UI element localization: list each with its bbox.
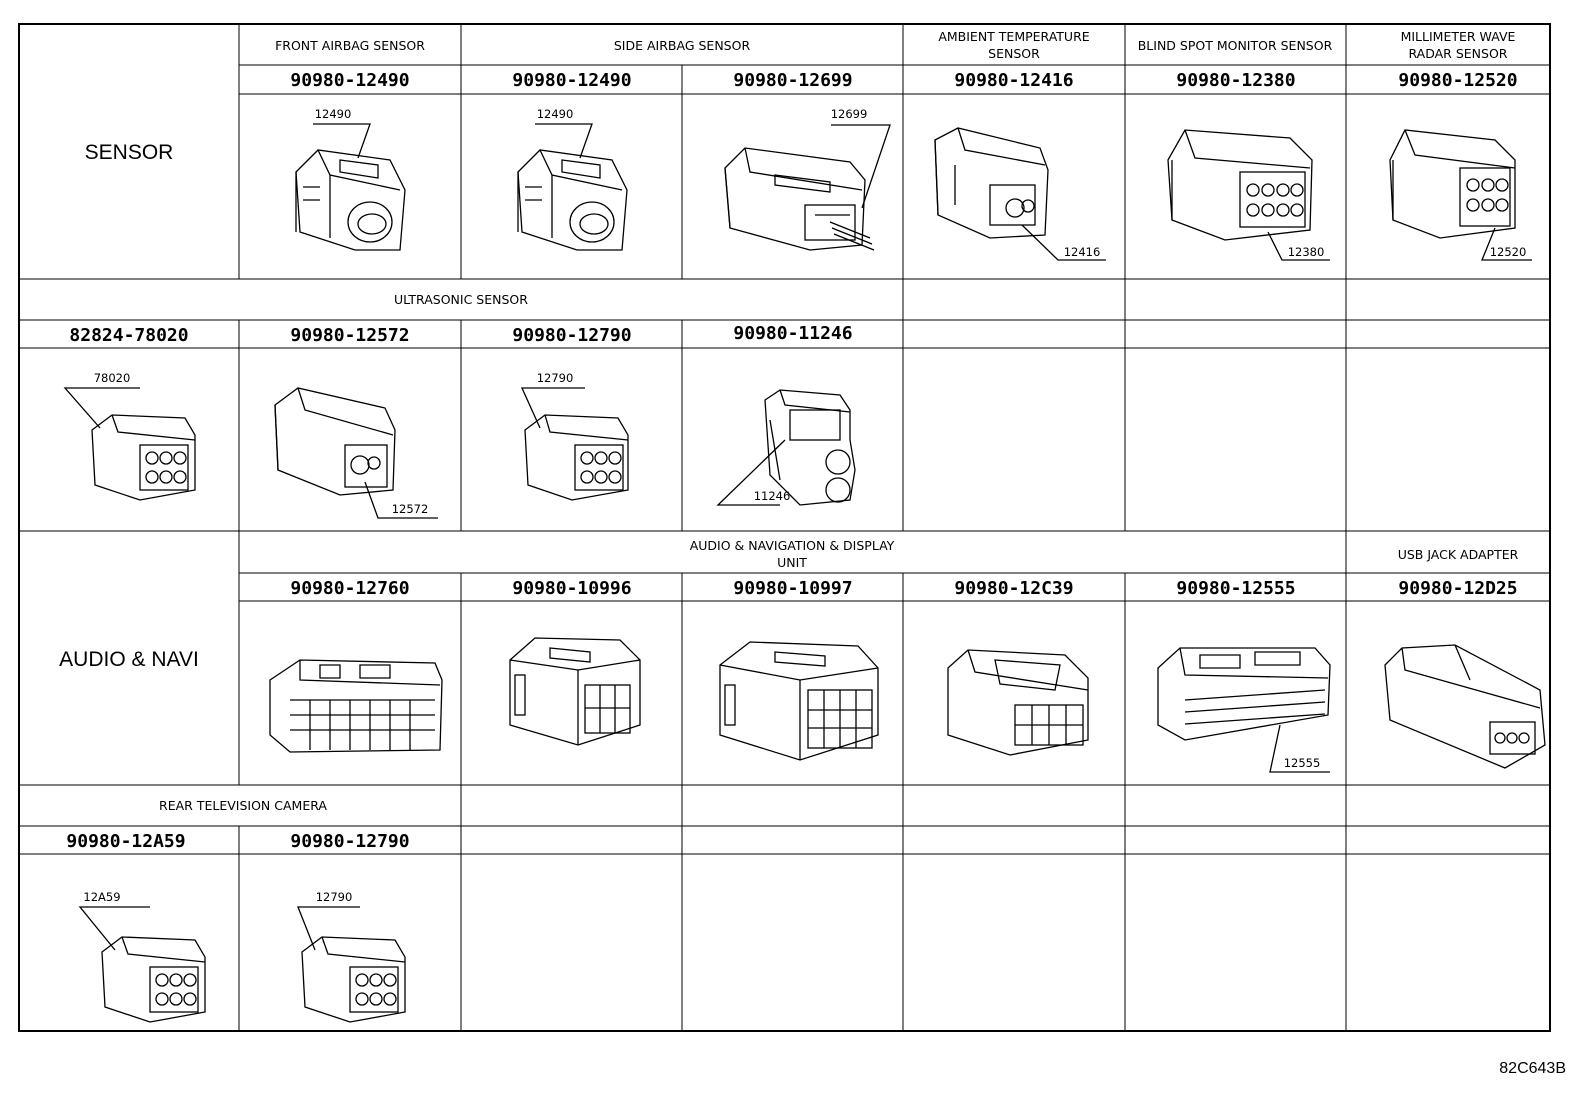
connector-drawing-12490 — [517, 123, 628, 251]
part-number: 90980-12699 — [733, 70, 852, 91]
callout-label: 12490 — [537, 107, 574, 121]
callout-label: 11246 — [754, 489, 791, 503]
callout-label: 12416 — [1064, 245, 1101, 259]
connector-drawing-12790 — [520, 387, 629, 501]
connector-drawing-12416 — [934, 127, 1106, 261]
callout-label: 12380 — [1288, 245, 1325, 259]
connector-drawing-12790 — [297, 906, 406, 1023]
part-number: 90980-12520 — [1398, 70, 1517, 91]
table-grid — [18, 23, 1551, 1032]
callout-label: 12572 — [392, 502, 429, 516]
connector-drawing-78020 — [63, 387, 196, 501]
part-number: 90980-12C39 — [954, 578, 1073, 599]
group-usb-jack-adapter: USB JACK ADAPTER — [1398, 547, 1519, 562]
callout-label: 12A59 — [83, 890, 120, 904]
part-number: 90980-12380 — [1176, 70, 1295, 91]
callout-label: 12520 — [1490, 245, 1527, 259]
connector-drawing-12A59 — [78, 906, 206, 1023]
connector-drawing-10997 — [719, 641, 879, 761]
connector-drawing-10996 — [509, 637, 641, 746]
group-millimeter-wave-line1: MILLIMETER WAVE — [1401, 29, 1516, 44]
category-audio-navi: AUDIO & NAVI — [59, 648, 199, 671]
part-number: 90980-12760 — [290, 578, 409, 599]
part-number: 90980-12790 — [290, 831, 409, 852]
part-number: 82824-78020 — [69, 325, 188, 346]
group-front-airbag-sensor: FRONT AIRBAG SENSOR — [275, 38, 425, 53]
connector-drawing-12D25 — [1384, 644, 1546, 769]
callout-label: 12555 — [1284, 756, 1321, 770]
category-sensor: SENSOR — [85, 141, 174, 164]
part-number: 90980-12416 — [954, 70, 1073, 91]
group-side-airbag-sensor: SIDE AIRBAG SENSOR — [614, 38, 751, 53]
connector-drawing-11246 — [716, 389, 856, 506]
group-ambient-temperature-line1: AMBIENT TEMPERATURE — [938, 29, 1089, 44]
part-number: 90980-12D25 — [1398, 578, 1517, 599]
connector-drawing-12699 — [724, 124, 891, 251]
group-blind-spot-monitor-sensor: BLIND SPOT MONITOR SENSOR — [1138, 38, 1333, 53]
part-number: 90980-12A59 — [66, 831, 185, 852]
connector-drawing-12490 — [295, 123, 406, 251]
connector-drawing-12572 — [274, 387, 438, 519]
part-number: 90980-12790 — [512, 325, 631, 346]
part-number: 90980-10997 — [733, 578, 852, 599]
part-number: 90980-11246 — [733, 323, 852, 344]
group-audio-navigation-line1: AUDIO & NAVIGATION & DISPLAY — [690, 538, 895, 553]
callout-label: 12790 — [316, 890, 353, 904]
connector-drawing-12380 — [1167, 129, 1330, 261]
part-number: 90980-12490 — [512, 70, 631, 91]
part-number: 90980-12555 — [1176, 578, 1295, 599]
group-millimeter-wave-line2: RADAR SENSOR — [1409, 46, 1508, 61]
callout-label: 78020 — [94, 371, 131, 385]
part-number: 90980-12572 — [290, 325, 409, 346]
figure-code: 82C643B — [1499, 1060, 1566, 1077]
callout-label: 12490 — [315, 107, 352, 121]
group-ultrasonic-sensor: ULTRASONIC SENSOR — [394, 292, 528, 307]
connector-drawing-12C39 — [947, 649, 1089, 756]
callout-label: 12790 — [537, 371, 574, 385]
part-number: 90980-12490 — [290, 70, 409, 91]
connector-drawing-12555 — [1157, 647, 1331, 773]
group-rear-television-camera: REAR TELEVISION CAMERA — [159, 798, 327, 813]
part-number: 90980-10996 — [512, 578, 631, 599]
group-audio-navigation-line2: UNIT — [777, 555, 807, 570]
callout-label: 12699 — [831, 107, 868, 121]
group-ambient-temperature-line2: SENSOR — [988, 46, 1040, 61]
connector-drawing-12760 — [269, 659, 443, 753]
connector-drawing-12520 — [1389, 129, 1532, 261]
